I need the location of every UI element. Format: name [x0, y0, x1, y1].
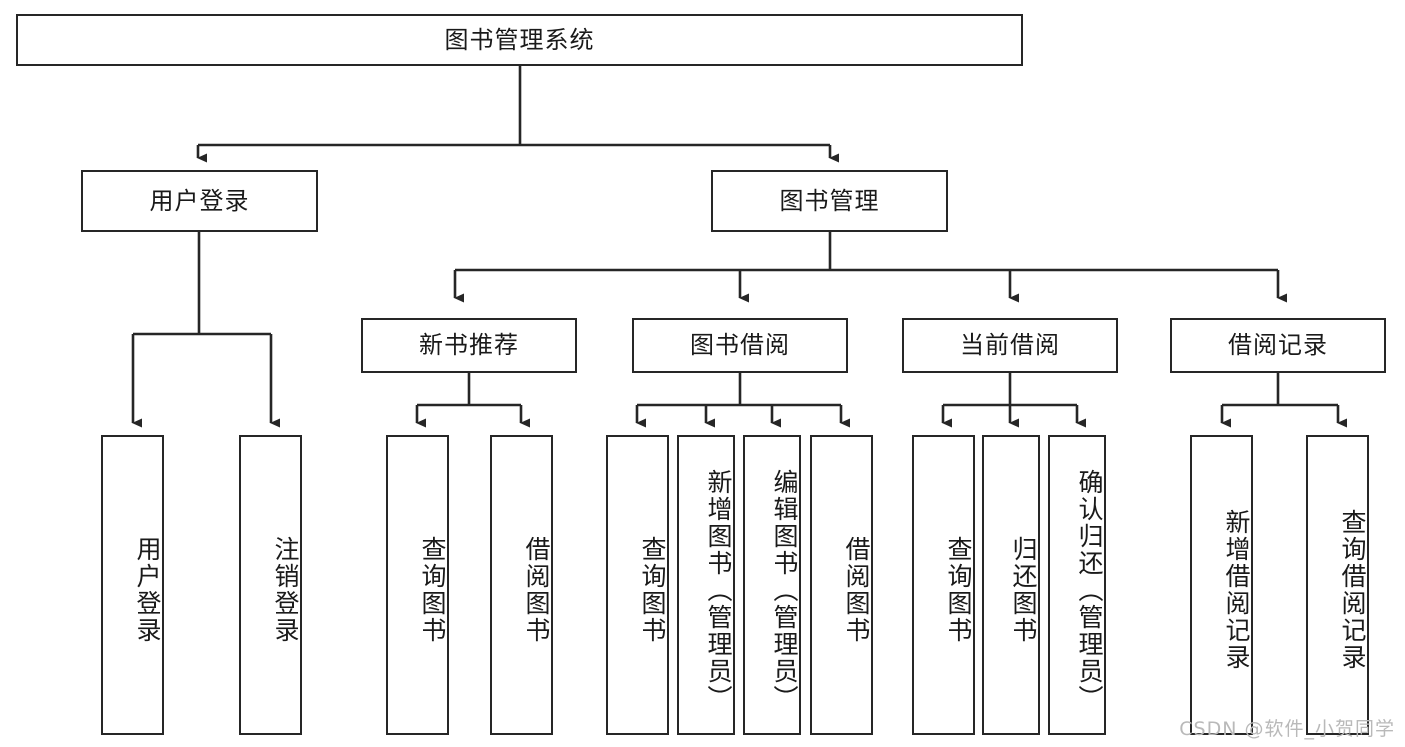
node-label: 用户登录	[149, 186, 250, 215]
node-new-book-recommend[interactable]: 新书推荐	[361, 318, 577, 373]
node-leaf-return-book[interactable]: 归还图书	[982, 435, 1040, 735]
node-leaf-borrow-book[interactable]: 借阅图书	[810, 435, 873, 735]
node-leaf-confirm-return-admin[interactable]: 确认归还（管理员）	[1048, 435, 1106, 735]
node-label: 确认归还（管理员）	[1075, 468, 1104, 712]
node-current-borrow[interactable]: 当前借阅	[902, 318, 1118, 373]
node-label: 注销登录	[271, 536, 300, 644]
node-label: 借阅图书	[522, 536, 551, 644]
node-book-borrow[interactable]: 图书借阅	[632, 318, 848, 373]
node-leaf-user-login[interactable]: 用户登录	[101, 435, 164, 735]
node-leaf-query-book-borrow[interactable]: 查询图书	[606, 435, 669, 735]
node-label: 编辑图书（管理员）	[770, 468, 799, 712]
node-label: 查询借阅记录	[1338, 509, 1367, 671]
node-label: 当前借阅	[960, 331, 1060, 360]
node-label: 新增借阅记录	[1222, 509, 1251, 671]
node-label: 用户登录	[133, 536, 162, 644]
node-label: 借阅图书	[842, 536, 871, 644]
node-label: 新书推荐	[419, 331, 519, 360]
node-leaf-query-book-recommend[interactable]: 查询图书	[386, 435, 449, 735]
node-label: 归还图书	[1009, 536, 1038, 644]
csdn-watermark: CSDN @软件_小贺同学	[1179, 718, 1395, 740]
node-label: 图书管理	[779, 186, 880, 215]
node-leaf-add-borrow-record[interactable]: 新增借阅记录	[1190, 435, 1253, 735]
node-leaf-edit-book-admin[interactable]: 编辑图书（管理员）	[743, 435, 801, 735]
node-label: 查询图书	[638, 536, 667, 644]
node-leaf-logout[interactable]: 注销登录	[239, 435, 302, 735]
node-label: 查询图书	[944, 536, 973, 644]
node-label: 图书借阅	[690, 331, 790, 360]
node-leaf-query-borrow-record[interactable]: 查询借阅记录	[1306, 435, 1369, 735]
node-leaf-query-book-current[interactable]: 查询图书	[912, 435, 975, 735]
node-label: 图书管理系统	[444, 25, 595, 54]
node-root-book-management-system[interactable]: 图书管理系统	[16, 14, 1023, 66]
node-label: 查询图书	[418, 536, 447, 644]
node-label: 新增图书（管理员）	[704, 468, 733, 712]
node-book-management[interactable]: 图书管理	[711, 170, 948, 232]
node-borrow-record[interactable]: 借阅记录	[1170, 318, 1386, 373]
node-user-login[interactable]: 用户登录	[81, 170, 318, 232]
node-leaf-borrow-book-recommend[interactable]: 借阅图书	[490, 435, 553, 735]
node-leaf-add-book-admin[interactable]: 新增图书（管理员）	[677, 435, 735, 735]
node-label: 借阅记录	[1228, 331, 1328, 360]
